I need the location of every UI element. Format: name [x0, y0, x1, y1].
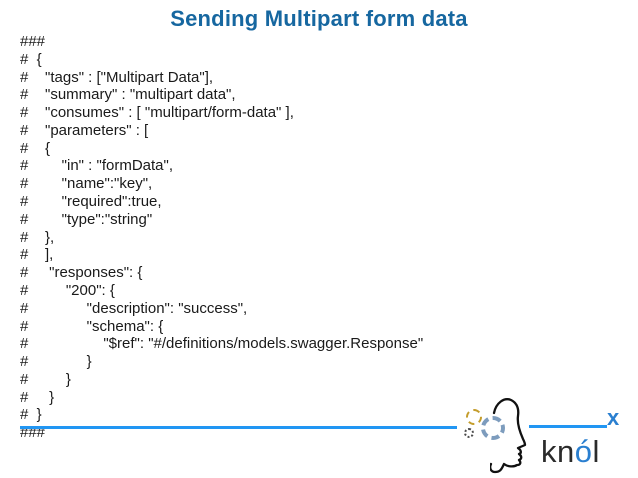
- code-line: # "responses": {: [20, 264, 143, 282]
- code-line: # "summary" : "multipart data",: [20, 86, 236, 104]
- code-line: # }: [20, 353, 92, 371]
- code-line: # {: [20, 139, 51, 157]
- code-block: ### # { # "tags" : ["Multipart Data"], #…: [20, 33, 423, 442]
- code-line: # "name":"key",: [20, 175, 153, 193]
- gear-gold-icon: [466, 409, 482, 425]
- logo-superscript-x: x: [607, 405, 620, 430]
- code-line: # "$ref": "#/definitions/models.swagger.…: [20, 335, 424, 353]
- code-line: # "type":"string": [20, 210, 153, 228]
- gear-gray-icon: [464, 428, 474, 438]
- code-line: # "description": "success",: [20, 299, 248, 317]
- head-profile-icon: [490, 398, 527, 474]
- code-line: ###: [20, 33, 46, 50]
- code-line: # "parameters" : [: [20, 121, 149, 139]
- code-line: # {: [20, 50, 42, 68]
- code-line: # "in" : "formData",: [20, 157, 174, 175]
- code-line: # "consumes" : [ "multipart/form-data" ]…: [20, 104, 294, 122]
- code-line: # }: [20, 370, 71, 388]
- slide-title: Sending Multipart form data: [170, 6, 468, 31]
- divider-line: [20, 426, 457, 429]
- code-line: # ],: [20, 246, 54, 264]
- code-line: # "200": {: [20, 281, 115, 299]
- code-line: # "schema": {: [20, 317, 164, 335]
- code-line: # }: [20, 388, 55, 406]
- logo-text-kn: kn: [541, 434, 575, 469]
- gear-slate-icon: [481, 416, 505, 440]
- code-line: # "required":true,: [20, 193, 162, 211]
- code-line: # }: [20, 406, 42, 424]
- code-line: # "tags" : ["Multipart Data"],: [20, 68, 214, 86]
- logo-underline: [529, 425, 607, 428]
- logo-text: knól: [541, 436, 600, 467]
- logo-text-o: ó: [574, 434, 593, 469]
- logo-text-l: l: [592, 434, 600, 469]
- code-line: # },: [20, 228, 55, 246]
